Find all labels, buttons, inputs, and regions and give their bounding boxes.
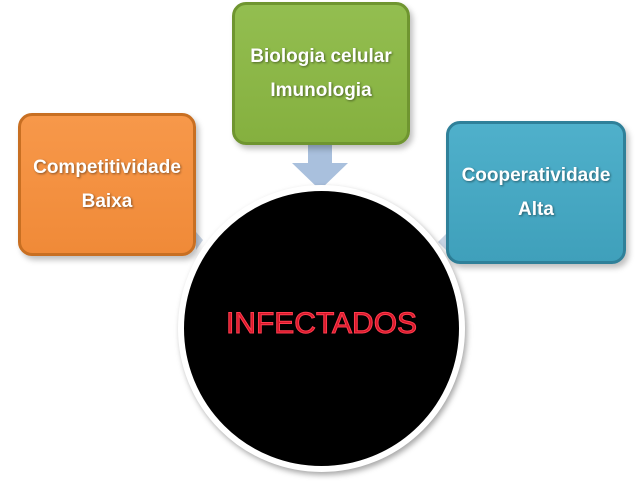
node-left-line-2: Baixa	[81, 190, 133, 212]
node-left-line-1: Competitividade	[33, 156, 181, 178]
down-arrow-icon	[292, 145, 348, 190]
node-biologia-imunologia: Biologia celular Imunologia	[232, 2, 410, 145]
center-label: INFECTADOS	[225, 306, 418, 340]
node-right-line-2: Alta	[518, 198, 554, 220]
node-top-line-1: Biologia celular	[250, 45, 392, 67]
right-connector	[438, 234, 446, 250]
node-competitividade: Competitividade Baixa	[18, 113, 196, 256]
node-cooperatividade: Cooperatividade Alta	[446, 121, 626, 264]
center-circle: INFECTADOS	[178, 185, 465, 472]
node-right-line-1: Cooperatividade	[461, 164, 611, 186]
node-top-line-2: Imunologia	[270, 79, 372, 101]
left-connector	[196, 232, 203, 250]
